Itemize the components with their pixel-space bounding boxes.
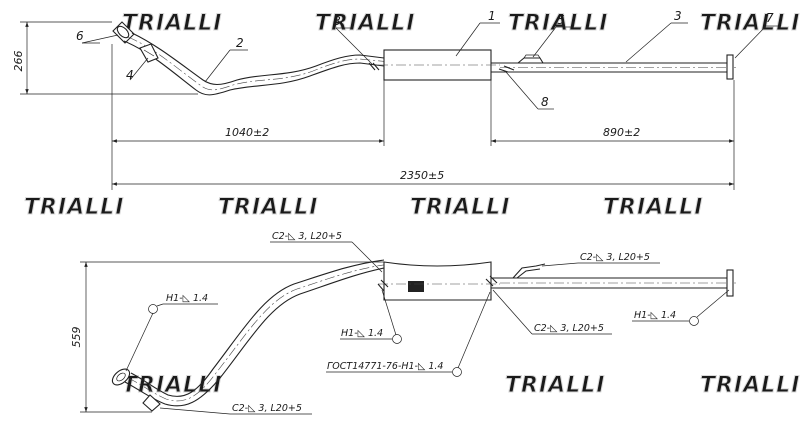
- weld-mark: [377, 279, 389, 292]
- watermark: TRIALLI: [505, 373, 605, 398]
- hanger-side: [512, 263, 546, 279]
- hanger: [517, 54, 544, 64]
- watermark: TRIALLI: [24, 195, 124, 220]
- weld-note-label: C2-◺ 3, L20+5: [580, 252, 650, 263]
- callout-hanger: 5: [557, 13, 565, 27]
- weld-note-gost: ГОСТ14771-76-H1-◺ 1.4: [326, 291, 491, 377]
- watermark: TRIALLI: [603, 195, 703, 220]
- front-flange: [112, 21, 135, 44]
- weld-note-rear-flange: H1-◺ 1.4: [632, 289, 730, 326]
- weld-note-bracket: C2-◺ 3, L20+5: [159, 403, 312, 415]
- dimension-label: 890±2: [603, 126, 640, 139]
- dimension-label: 1040±2: [225, 126, 269, 139]
- muffler-side: [378, 261, 500, 301]
- weld-note-label: C2-◺ 3, L20+5: [272, 231, 342, 242]
- front-pipe: [123, 32, 391, 96]
- watermark: TRIALLI: [508, 11, 608, 36]
- callout-front-pipe: 2: [236, 36, 244, 50]
- bracket-side: [142, 394, 161, 412]
- callout-rear-flange: 7: [766, 11, 774, 25]
- weld-note-hanger: C2-◺ 3, L20+5: [541, 252, 660, 267]
- dimension-label: 2350±5: [400, 169, 444, 182]
- weld-note-label: C2-◺ 3, L20+5: [534, 323, 604, 334]
- weld-note-label: H1-◺ 1.4: [634, 310, 676, 321]
- front-flange-side: [111, 368, 131, 386]
- tail-pipe-side: [491, 277, 736, 289]
- weld-mark: [485, 275, 498, 287]
- tail-pipe: [491, 62, 736, 73]
- height-dimension-bottom: [80, 261, 384, 413]
- front-pipe-side: [124, 259, 391, 407]
- watermark: TRIALLI: [122, 11, 222, 36]
- weld-note-muffler-outlet: C2-◺ 3, L20+5: [492, 289, 612, 335]
- weld-note-label: C2-◺ 3, L20+5: [232, 403, 302, 414]
- weld-note-inlet-flange: H1-◺ 1.4: [340, 289, 402, 344]
- rear-flange: [726, 54, 734, 80]
- watermark: TRIALLI: [218, 195, 318, 220]
- watermark-layer: TRIALLI TRIALLI TRIALLI TRIALLI TRIALLI …: [24, 11, 800, 399]
- weld-note-label: H1-◺ 1.4: [166, 293, 208, 304]
- weld-note-muffler-inlet: C2-◺ 3, L20+5: [270, 231, 383, 273]
- muffler: [378, 49, 500, 81]
- callout-bracket: 4: [126, 68, 134, 82]
- callout-weld-front: 8: [333, 14, 341, 28]
- callout-leaders: [81, 22, 780, 110]
- dimension-label: 266: [12, 51, 25, 72]
- height-dimension-top: [20, 21, 198, 95]
- callout-weld-rear: 8: [541, 95, 549, 109]
- watermark: TRIALLI: [700, 11, 800, 36]
- callout-front-flange: 6: [76, 29, 84, 43]
- callout-muffler: 1: [488, 9, 496, 23]
- weld-note-label: ГОСТ14771-76-H1-◺ 1.4: [327, 361, 443, 372]
- watermark: TRIALLI: [700, 373, 800, 398]
- rear-flange-side: [726, 269, 734, 297]
- watermark: TRIALLI: [315, 11, 415, 36]
- top-view: 6 4 2 8 1 5 3 7 8 266 1040±2 890±2 2350±…: [12, 9, 780, 190]
- callout-tail-pipe: 3: [674, 9, 682, 23]
- dimension-label: 559: [70, 327, 83, 348]
- weld-note-label: H1-◺ 1.4: [341, 328, 383, 339]
- bottom-view: 559 C2-◺ 3, L20+5 C2-◺ 3, L20+5 C2-◺ 3, …: [70, 231, 736, 415]
- weld-mark: [368, 62, 380, 71]
- watermark: TRIALLI: [410, 195, 510, 220]
- weld-mark: [498, 65, 515, 73]
- weld-note-front-flange: H1-◺ 1.4: [125, 293, 218, 372]
